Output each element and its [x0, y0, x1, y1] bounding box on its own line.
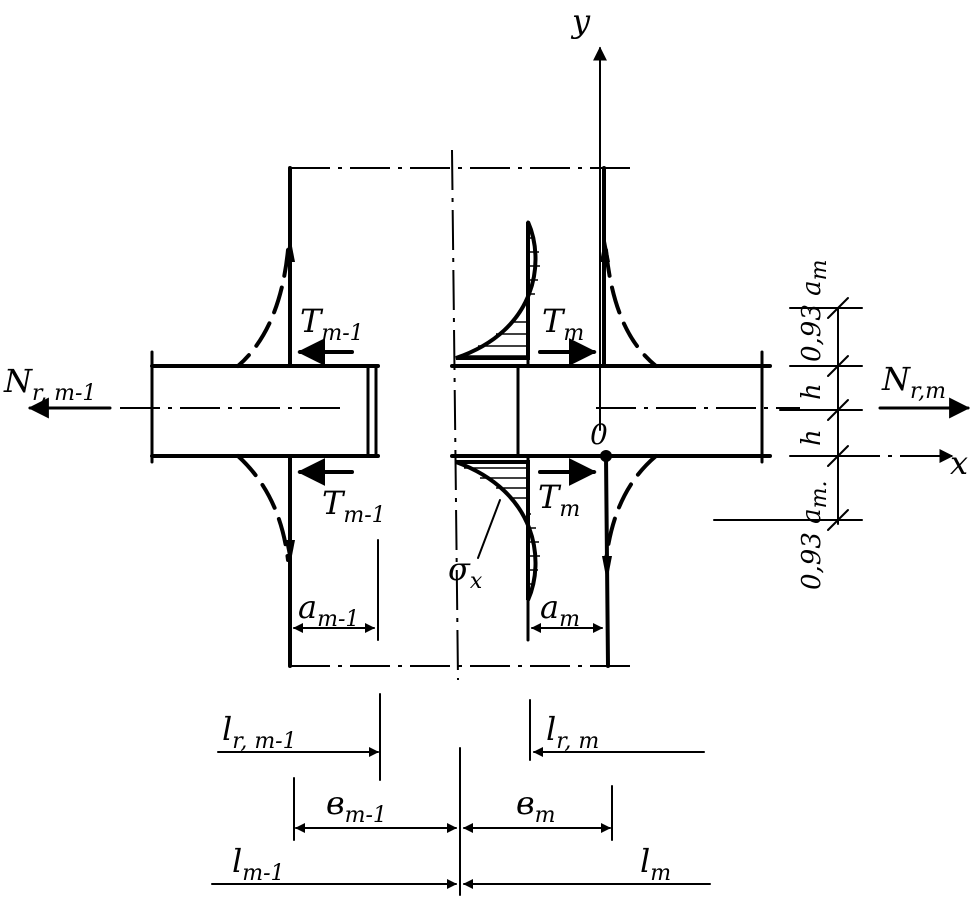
vertical-dimension-chain — [713, 297, 863, 531]
a-left-label: am-1 — [298, 588, 359, 632]
right-lower-transition — [604, 454, 658, 562]
n-left-label: Nr, m-1 — [3, 362, 96, 406]
n-right-label: Nr,m — [881, 360, 946, 404]
origin-point — [600, 450, 612, 462]
left-wall-upper-tip — [285, 236, 295, 262]
t-upper-left-label: Tm-1 — [300, 302, 364, 346]
l-left-label: lm-1 — [232, 842, 285, 886]
t-lower-right-label: Tm — [538, 478, 580, 522]
l-right-label: lm — [640, 842, 671, 886]
a-right-label: am — [540, 588, 580, 632]
dim-093am-top-label: 0,93 am — [797, 259, 832, 362]
dim-h-bottom-label: h — [797, 429, 827, 446]
left-wall-lower-tip — [285, 540, 295, 566]
stress-diagram-lower — [455, 454, 540, 642]
sigma-leader — [477, 499, 501, 559]
y-axis-label: y — [570, 2, 591, 40]
left-lower-transition — [236, 454, 290, 562]
x-axis-label: x — [950, 444, 968, 482]
sigma-label: σx — [448, 550, 483, 594]
origin-label: 0 — [590, 418, 608, 451]
b-right-label: вm — [516, 784, 556, 828]
l-r-right-label: lr, m — [546, 710, 599, 754]
t-upper-right-label: Tm — [542, 302, 584, 346]
right-wall-upper-tip — [600, 236, 610, 262]
b-left-label: вm-1 — [326, 784, 387, 828]
stress-diagram-upper — [455, 220, 540, 368]
center-line — [451, 149, 459, 681]
dim-093am-bottom-label: 0,93 am. — [797, 480, 832, 590]
dim-h-top-label: h — [797, 383, 827, 400]
right-wall-lower-tip — [602, 556, 612, 582]
left-upper-transition — [236, 248, 290, 368]
l-r-left-label: lr, m-1 — [222, 710, 297, 754]
bottom-dimensions — [211, 693, 711, 896]
right-upper-transition — [604, 248, 658, 368]
t-lower-left-label: Tm-1 — [322, 484, 386, 528]
right-member — [450, 350, 800, 464]
left-member — [120, 350, 380, 464]
